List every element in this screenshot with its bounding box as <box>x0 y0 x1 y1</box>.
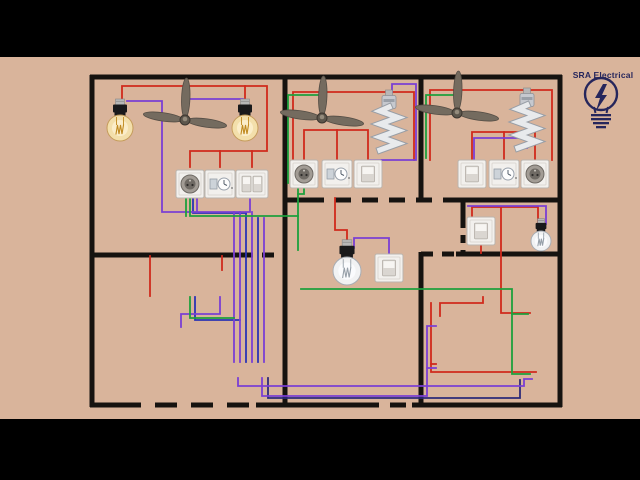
chambre1-switch <box>353 159 383 189</box>
logo-text: SRA Electrical <box>572 70 634 80</box>
red-wire <box>334 197 348 242</box>
chambre1-thermostat <box>321 159 353 189</box>
red-wire <box>292 91 415 161</box>
purple-wire <box>237 377 533 387</box>
chambre1-outlet <box>289 159 319 189</box>
hall-pendant-bulb <box>332 239 362 286</box>
blue-wire <box>192 197 247 214</box>
salon-outlet <box>175 169 205 199</box>
purple-wire <box>467 205 547 225</box>
green-wire <box>300 288 531 375</box>
red-wire <box>439 296 484 317</box>
chambre2-outlet <box>520 159 550 189</box>
letterbox-top-bar <box>0 0 640 57</box>
salon-bulb-2 <box>231 98 259 142</box>
salon-double-switch <box>235 169 269 199</box>
chambre2-cfl-bulb <box>507 87 547 153</box>
navy-wire <box>267 377 521 399</box>
purple-wire <box>369 83 417 161</box>
red-wire <box>471 206 539 223</box>
chambre1-fan <box>280 75 364 127</box>
green-wire <box>425 94 454 159</box>
sdb-bulb <box>530 218 552 252</box>
salon-bulb-1 <box>106 98 134 142</box>
blue-wire <box>194 296 241 321</box>
chambre1-cfl-bulb <box>369 89 409 155</box>
walls-layer <box>89 74 563 408</box>
red-wire <box>500 206 531 314</box>
chambre2-fan <box>415 70 499 122</box>
chambre2-switch <box>457 159 487 189</box>
purple-wire <box>185 98 244 111</box>
green-wire <box>189 197 299 217</box>
purple-wire <box>353 237 390 256</box>
sra-electrical-logo: SRA Electrical <box>568 70 638 129</box>
green-wire <box>189 296 235 319</box>
red-wire <box>189 150 253 168</box>
green-wire <box>287 94 321 184</box>
purple-wire <box>261 325 437 397</box>
red-wire <box>429 89 553 161</box>
sdb-switch <box>466 216 496 246</box>
letterbox-bottom-bar <box>0 419 640 480</box>
chambre2-thermostat <box>488 159 520 189</box>
red-wire <box>303 129 369 161</box>
bulb-lightning-icon <box>583 76 619 129</box>
red-wire <box>244 85 268 152</box>
fixtures-layer <box>106 70 552 286</box>
hall-switch <box>374 253 404 283</box>
green-wire <box>297 187 305 195</box>
purple-wire <box>180 296 221 328</box>
salon-thermostat <box>204 169 236 199</box>
purple-wire <box>126 100 251 213</box>
salon-fan <box>143 77 227 129</box>
